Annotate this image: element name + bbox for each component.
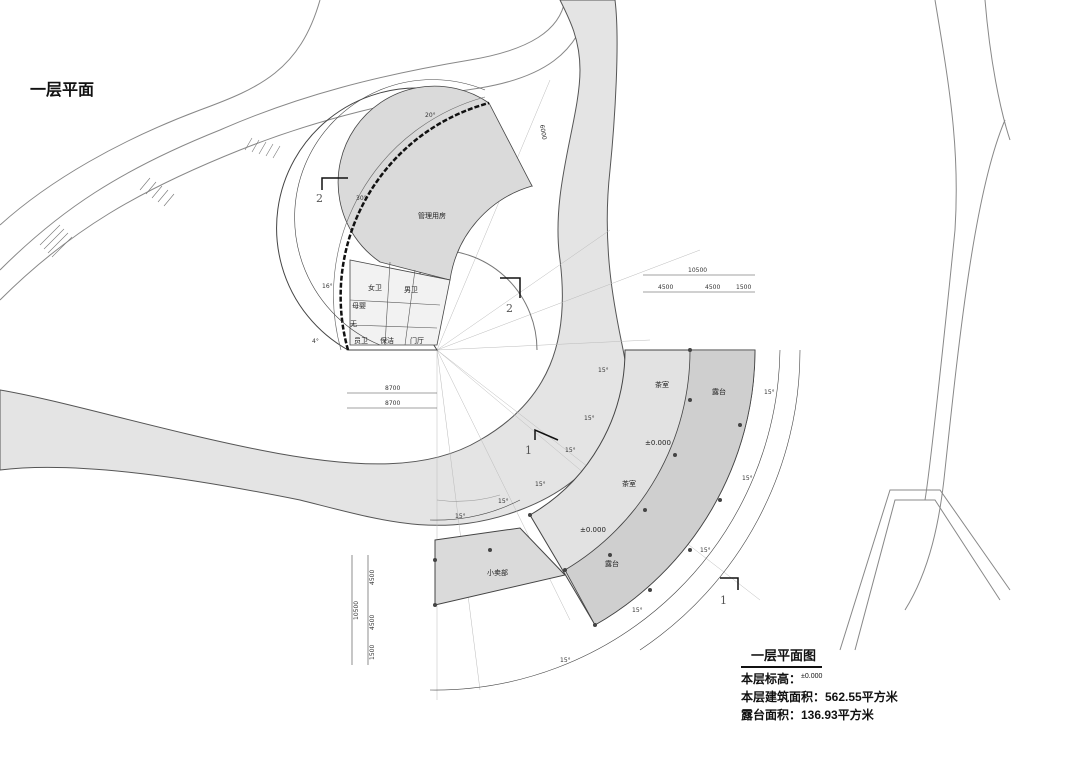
angle-15-k: 15° [560,657,571,664]
angle-15-g: 15° [764,389,775,396]
section-markers [321,177,739,590]
legend-level-label: 本层标高： [741,672,802,686]
legend-title: 一层平面图 [741,645,823,668]
angle-15-i: 15° [700,547,711,554]
dim-8700-b: 8700 [385,400,400,407]
site-roads [0,0,1011,651]
dim-4500-b: 4500 [705,284,720,291]
room-label-terrace-2: 露台 [605,559,619,568]
room-label-accessible: 无 [350,320,357,328]
room-label-male-wc: 男卫 [404,286,418,294]
level-mark-1: ±0.000 [645,439,671,447]
dim-8700-a: 8700 [385,385,400,392]
angle-30: 30° [356,195,367,202]
legend-terrace-area: 露台面积：136.93平方米 [741,708,874,722]
dim-1500-b: 1500 [369,645,376,660]
main-road [0,0,627,526]
shop-building [434,527,566,606]
angle-15-b: 15° [584,415,595,422]
dim-4500-d: 4500 [369,615,376,630]
dim-10500-a: 10500 [688,267,707,274]
angle-15-f: 15° [455,513,466,520]
angle-15-c: 15° [565,447,576,454]
room-label-management: 管理用房 [418,211,446,220]
angle-20: 20° [425,112,436,119]
room-label-tea-2: 茶室 [622,479,636,488]
level-mark-2: ±0.000 [580,526,606,534]
angle-15-h: 15° [742,475,753,482]
room-label-shop: 小卖部 [487,568,508,577]
section-number-2-b: 2 [506,302,513,315]
section-number-2-a: 2 [316,192,323,205]
room-label-staff-wc: 员卫 [354,337,368,345]
section-number-1: 1 [525,444,532,457]
angle-16: 16° [322,283,333,290]
room-label-terrace-1: 露台 [712,387,726,396]
floor-legend: 一层平面图 本层标高：±0.000 本层建筑面积：562.55平方米 露台面积：… [741,645,898,724]
room-label-mother-baby: 母婴 [352,302,366,310]
room-label-lobby: 门厅 [410,336,424,345]
dimension-lines [294,79,801,691]
legend-level: 本层标高：±0.000 [741,668,898,688]
room-label-female-wc: 女卫 [368,283,382,292]
angle-15-e: 15° [498,498,509,505]
dim-10500-b: 10500 [353,601,360,620]
road-stairs [39,137,281,258]
dim-4500-c: 4500 [369,570,376,585]
dim-4500-a: 4500 [658,284,673,291]
page-title: 一层平面 [30,82,95,99]
angle-15-j: 15° [632,607,643,614]
dim-6000: 6000 [538,124,548,140]
section-number-1-b: 1 [720,594,727,607]
room-label-tea-1: 茶室 [655,380,669,389]
legend-level-value: ±0.000 [801,673,823,680]
dim-1500: 1500 [736,284,751,291]
legend-area: 本层建筑面积：562.55平方米 [741,690,898,704]
angle-4: 4° [312,338,319,345]
room-label-supply: 保洁 [380,336,394,345]
angle-15-d: 15° [535,481,546,488]
angle-15-a: 15° [598,367,609,374]
